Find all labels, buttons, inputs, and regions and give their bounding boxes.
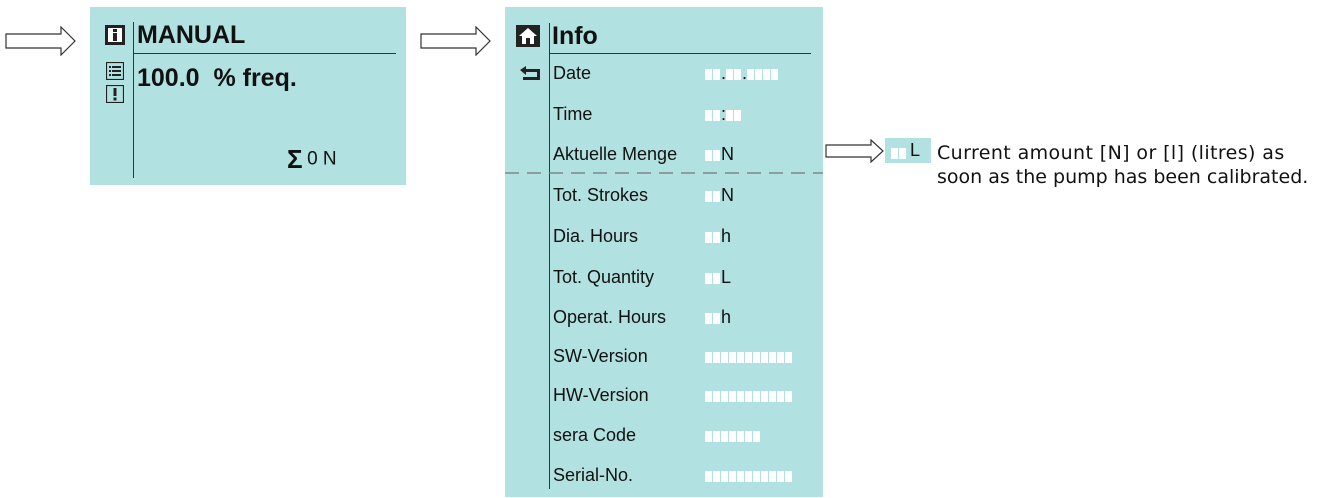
info-row-label: sera Code bbox=[553, 425, 637, 445]
back-icon[interactable] bbox=[519, 66, 541, 82]
counter-value: 0 N bbox=[307, 148, 337, 170]
info-row-value: L bbox=[705, 267, 731, 287]
home-icon[interactable] bbox=[516, 25, 540, 47]
alarm-icon[interactable] bbox=[106, 85, 124, 103]
sigma-icon: Σ bbox=[287, 144, 303, 174]
info-row-label: Tot. Strokes bbox=[553, 185, 649, 205]
info-row-value: : bbox=[705, 104, 742, 124]
info-row-unit: L bbox=[721, 267, 732, 287]
info-row-unit: h bbox=[721, 226, 732, 246]
frequency-readout: 100.0 % freq. bbox=[137, 64, 297, 92]
info-row-value: .. bbox=[705, 63, 779, 83]
info-row-value: h bbox=[705, 226, 731, 246]
stroke-counter: Σ 0 N bbox=[287, 144, 337, 175]
callout-text-line2: soon as the pump has been calibrated. bbox=[937, 166, 1309, 188]
info-row-label: Tot. Quantity bbox=[553, 267, 655, 287]
info-row-label: Operat. Hours bbox=[553, 307, 667, 327]
info-row-value bbox=[705, 385, 793, 405]
info-row-label: SW-Version bbox=[553, 346, 648, 366]
info-row-value bbox=[705, 346, 793, 366]
info-row-label: Date bbox=[553, 63, 592, 83]
info-row-unit: N bbox=[721, 185, 734, 205]
info-row-unit: h bbox=[721, 307, 732, 327]
info-row-label: Dia. Hours bbox=[553, 226, 639, 246]
info-row-value bbox=[705, 465, 793, 485]
callout-unit: L bbox=[910, 140, 921, 160]
callout-text-line1: Current amount [N] or [l] (litres) as bbox=[937, 142, 1285, 164]
info-row-value: N bbox=[705, 144, 734, 164]
callout-box: L bbox=[885, 138, 931, 163]
info-icon[interactable] bbox=[105, 25, 125, 45]
info-row-value: h bbox=[705, 307, 731, 327]
info-row-value bbox=[705, 425, 761, 445]
info-row-label: Serial-No. bbox=[553, 465, 634, 485]
info-row-value: N bbox=[705, 185, 734, 205]
flow-arrow-3 bbox=[825, 139, 884, 163]
menu-list-icon[interactable] bbox=[106, 62, 124, 80]
flow-arrow-2 bbox=[420, 26, 491, 56]
flow-arrow-1 bbox=[5, 26, 76, 56]
mode-title: MANUAL bbox=[137, 21, 246, 49]
info-row-label: HW-Version bbox=[553, 385, 649, 405]
info-row-label: Aktuelle Menge bbox=[553, 144, 678, 164]
info-row-label: Time bbox=[553, 104, 593, 124]
info-title: Info bbox=[552, 22, 598, 50]
main-display: MANUAL 100.0 % freq. Σ 0 N bbox=[90, 7, 406, 185]
info-row-unit: N bbox=[721, 144, 734, 164]
callout-text: Current amount [N] or [l] (litres) as so… bbox=[937, 141, 1337, 189]
